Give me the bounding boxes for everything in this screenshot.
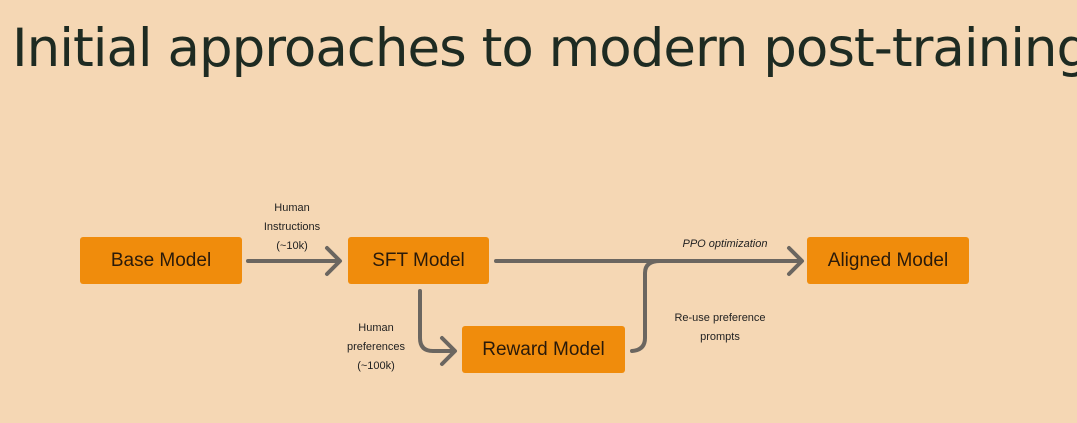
label-line: (~10k) [276, 240, 308, 252]
label-line: (~100k) [357, 360, 395, 372]
label-line: preferences [346, 341, 406, 353]
instructions-label: Human Instructions (~10k) [252, 199, 332, 256]
sft-model-node: SFT Model [348, 237, 489, 284]
page-title: Initial approaches to modern post-traini… [12, 18, 1077, 79]
aligned-model-node: Aligned Model [807, 237, 969, 284]
arrow-reward-to-ppo [630, 259, 662, 353]
label-line: Instructions [263, 221, 321, 233]
arrow-sft-to-reward [418, 289, 457, 366]
reward-model-node: Reward Model [462, 326, 625, 373]
label-line: prompts [700, 331, 740, 343]
arrow-base-to-sft [246, 246, 342, 276]
ppo-label: PPO optimization [682, 238, 768, 250]
reuse-label: Re-use preference prompts [660, 309, 780, 347]
label-line: Re-use preference [674, 312, 766, 324]
preferences-label: Human preferences (~100k) [336, 319, 416, 376]
base-model-node: Base Model [80, 237, 242, 284]
label-line: Human [274, 202, 310, 214]
label-line: Human [358, 322, 394, 334]
arrow-sft-to-aligned [494, 246, 804, 276]
